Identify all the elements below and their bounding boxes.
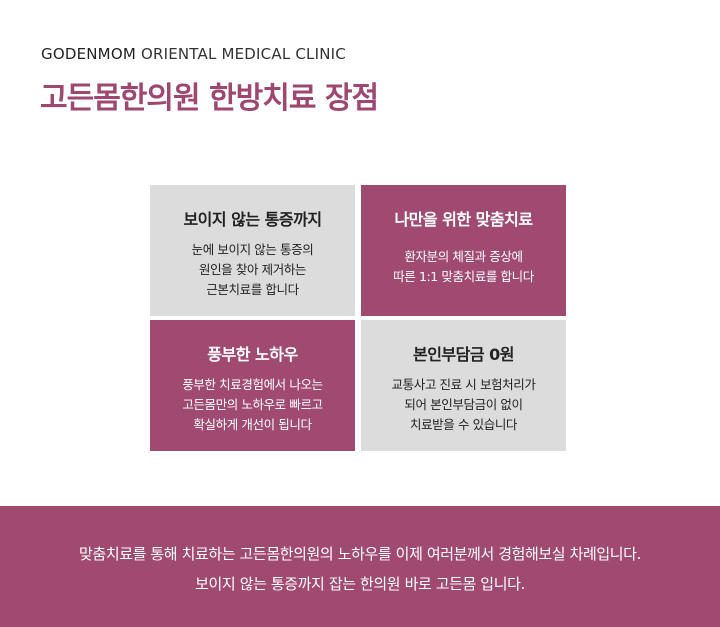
feature-heading: 풍부한 노하우 (207, 345, 298, 364)
feature-line: 근본치료를 합니다 (206, 282, 299, 297)
feature-grid: 보이지 않는 통증까지 눈에 보이지 않는 통증의 원인을 찾아 제거하는 근본… (150, 185, 566, 451)
feature-card-painless: 보이지 않는 통증까지 눈에 보이지 않는 통증의 원인을 찾아 제거하는 근본… (150, 185, 355, 316)
clinic-brand-rest: ORIENTAL MEDICAL CLINIC (135, 45, 346, 63)
feature-heading: 본인부담금 0원 (412, 345, 515, 364)
clinic-english-name: GODENMOM ORIENTAL MEDICAL CLINIC (41, 45, 346, 63)
feature-line: 확실하게 개선이 됩니다 (193, 417, 312, 432)
feature-card-zero-copay: 본인부담금 0원 교통사고 진료 시 보험처리가 되어 본인부담금이 없이 치료… (361, 320, 566, 451)
page-title: 고든몸한의원 한방치료 장점 (40, 81, 379, 116)
feature-heading: 나만을 위한 맞춤치료 (394, 210, 533, 229)
feature-line: 치료받을 수 있습니다 (409, 417, 518, 432)
footer-banner: 맞춤치료를 통해 치료하는 고든몸한의원의 노하우를 이제 여러분께서 경험해보… (0, 506, 720, 627)
feature-card-custom-treatment: 나만을 위한 맞춤치료 환자분의 체질과 증상에 따른 1:1 맞춤치료를 합니… (361, 185, 566, 316)
feature-line: 고든몸만의 노하우로 빠르고 (182, 397, 323, 412)
feature-line: 따른 1:1 맞춤치료를 합니다 (393, 269, 534, 284)
feature-line: 원인을 찾아 제거하는 (198, 262, 307, 277)
footer-line-2: 보이지 않는 통증까지 잡는 한의원 바로 고든몸 입니다. (195, 575, 525, 593)
feature-line: 눈에 보이지 않는 통증의 (191, 242, 314, 257)
feature-description: 풍부한 치료경험에서 나오는 고든몸만의 노하우로 빠르고 확실하게 개선이 됩… (150, 375, 355, 435)
feature-description: 교통사고 진료 시 보험처리가 되어 본인부담금이 없이 치료받을 수 있습니다 (361, 375, 566, 435)
feature-description: 눈에 보이지 않는 통증의 원인을 찾아 제거하는 근본치료를 합니다 (150, 240, 355, 300)
feature-card-knowhow: 풍부한 노하우 풍부한 치료경험에서 나오는 고든몸만의 노하우로 빠르고 확실… (150, 320, 355, 451)
clinic-brand: GODENMOM (41, 45, 136, 63)
feature-heading: 보이지 않는 통증까지 (183, 210, 322, 229)
feature-line: 되어 본인부담금이 없이 (404, 397, 523, 412)
feature-description: 환자분의 체질과 증상에 따른 1:1 맞춤치료를 합니다 (361, 247, 566, 287)
footer-line-1: 맞춤치료를 통해 치료하는 고든몸한의원의 노하우를 이제 여러분께서 경험해보… (79, 545, 641, 563)
feature-line: 환자분의 체질과 증상에 (404, 249, 523, 264)
feature-line: 풍부한 치료경험에서 나오는 (182, 377, 323, 392)
feature-line: 교통사고 진료 시 보험처리가 (391, 377, 536, 392)
